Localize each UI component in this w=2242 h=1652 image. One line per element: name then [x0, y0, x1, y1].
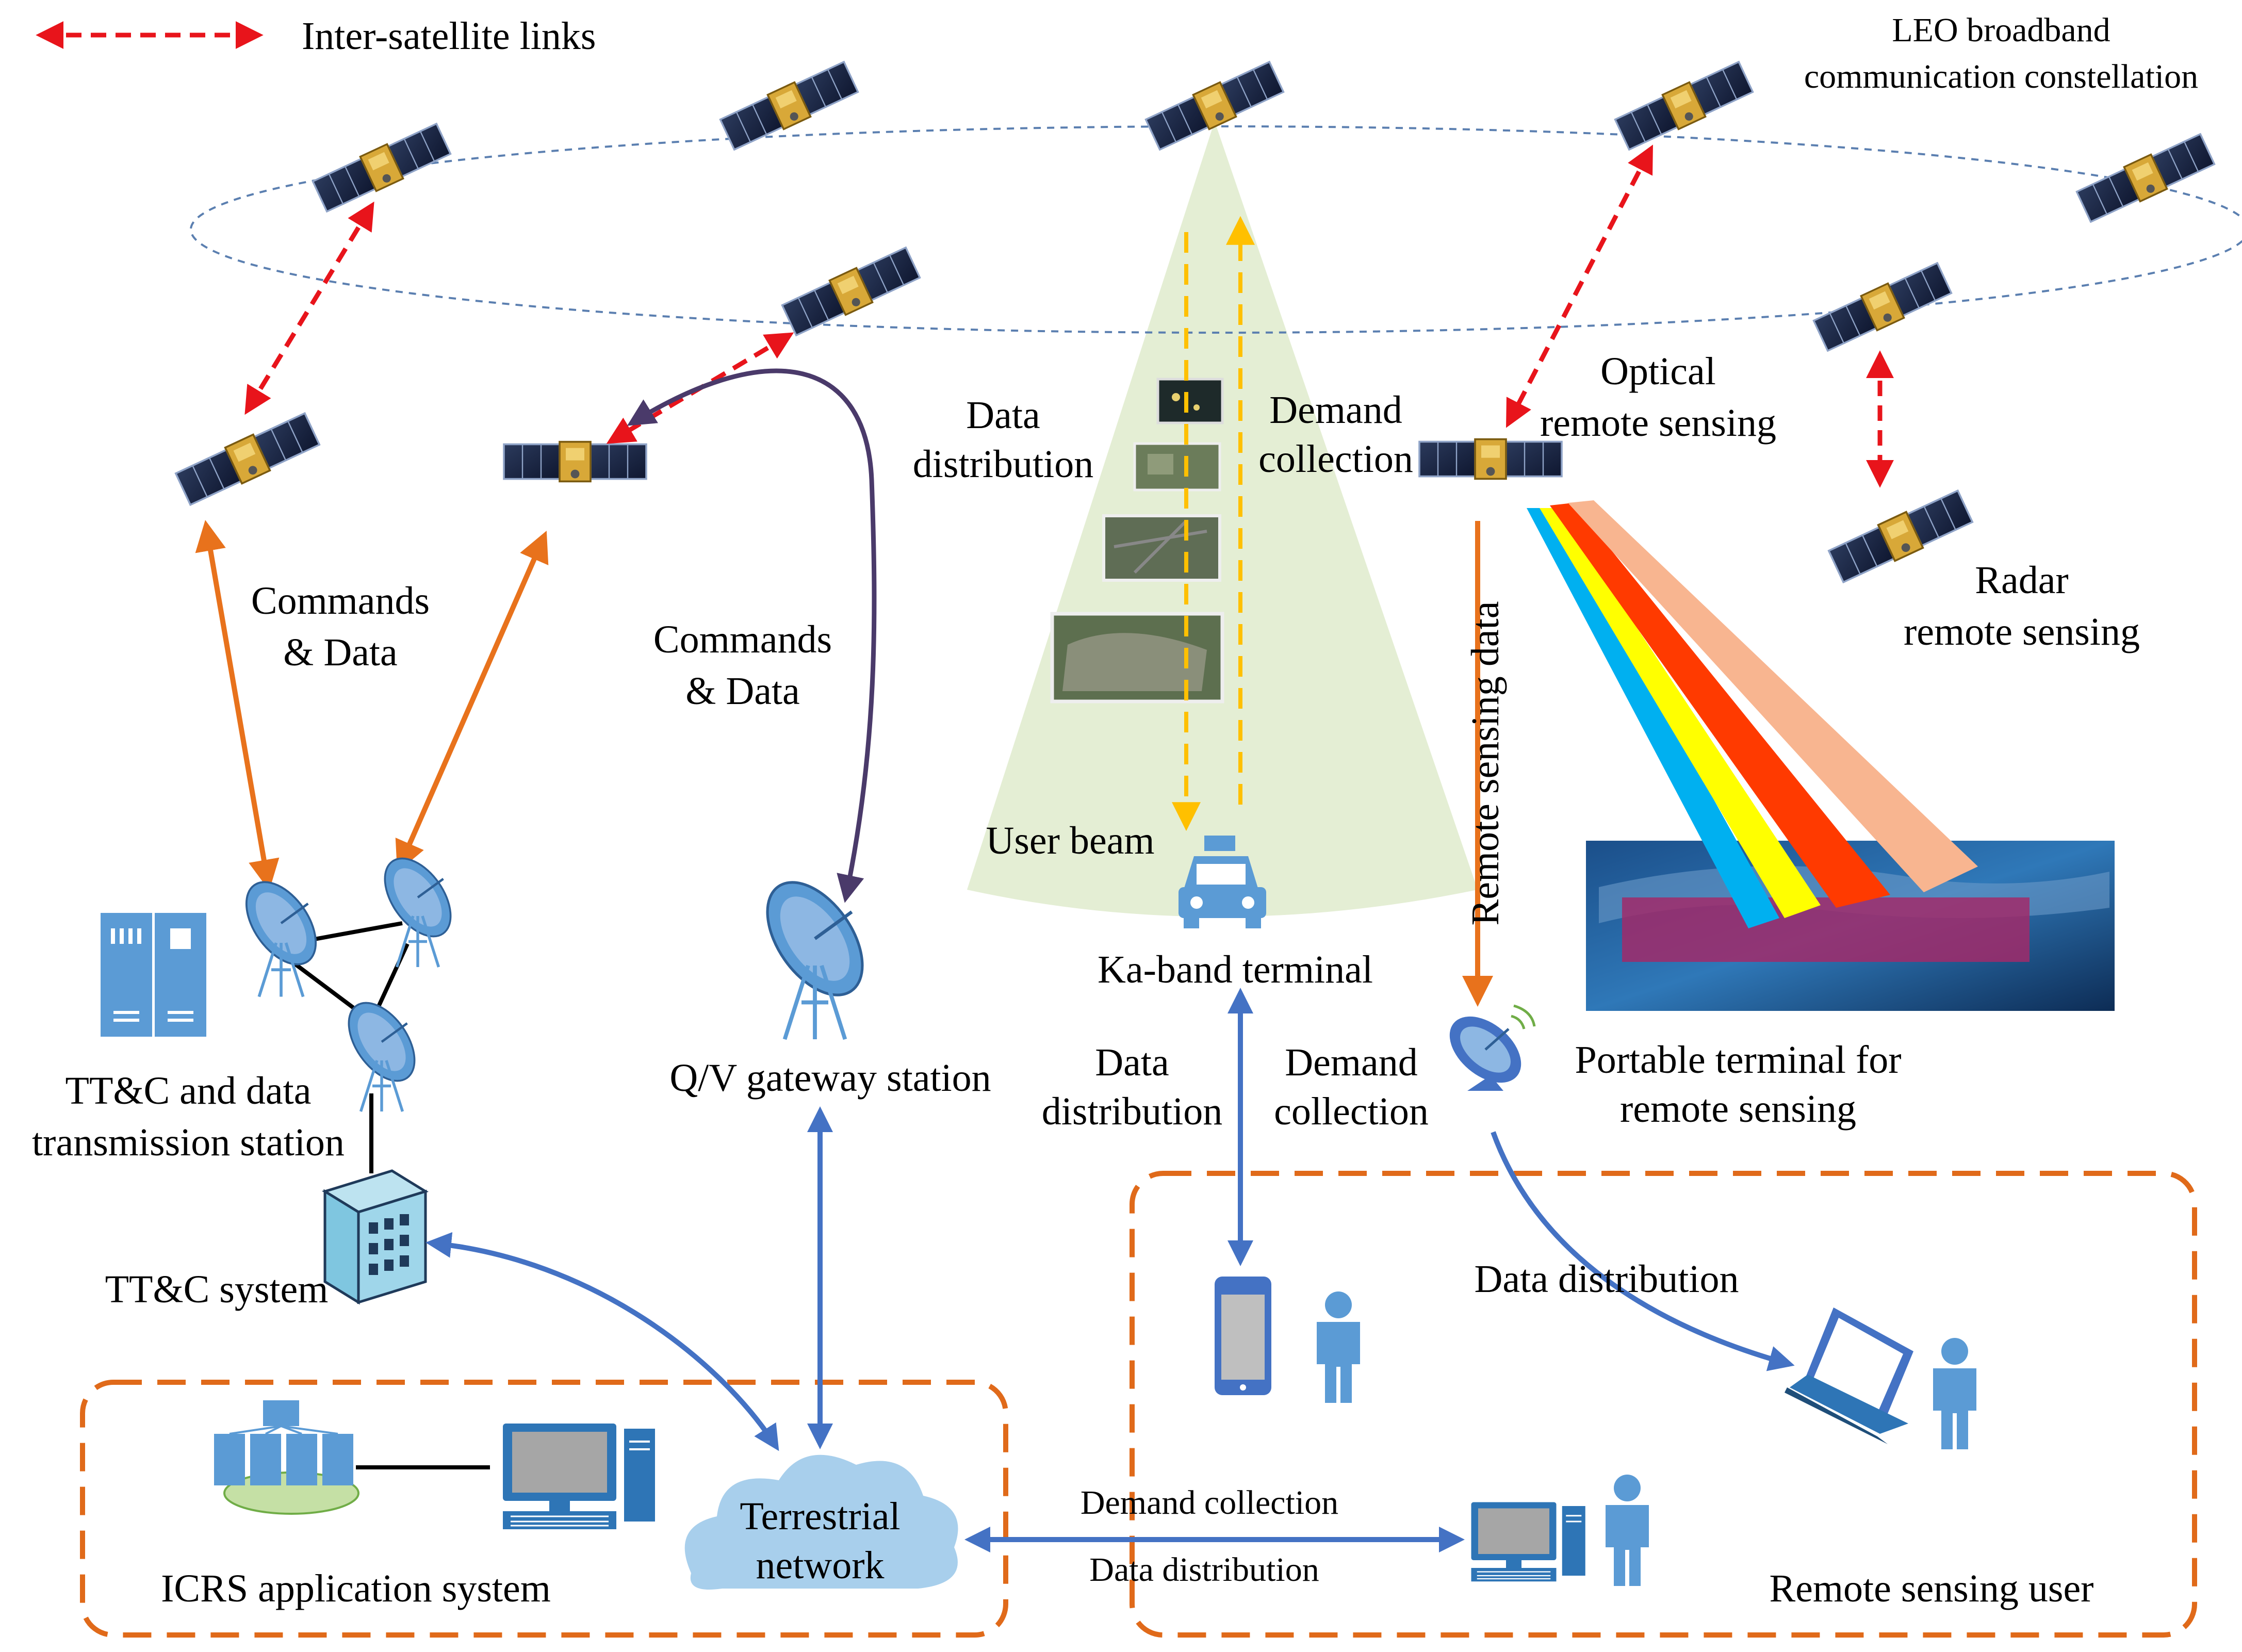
ka-data-distribution-label: distribution [1042, 1090, 1222, 1133]
constellation-label: communication constellation [1804, 58, 2198, 95]
legend-isl: Inter-satellite links [36, 14, 596, 58]
gateway-link [627, 368, 877, 903]
user-beam-label: User beam [986, 819, 1154, 862]
optical-rs-label: Optical [1600, 350, 1716, 393]
radar-rs-label: Radar [1975, 559, 2068, 602]
ttc-commands-label: Commands [251, 579, 430, 623]
portable-terminal-icon [1449, 1004, 1536, 1091]
portable-data-distribution-label: Data distribution [1475, 1257, 1739, 1301]
portable-terminal-label: Portable terminal for [1575, 1038, 1901, 1082]
desktop-computer-icon [1470, 1501, 1586, 1582]
beam-demand-collection-label: collection [1258, 437, 1413, 481]
computer-icon [502, 1422, 656, 1530]
vehicle-icon [1179, 836, 1266, 928]
ttc-dish-icon [371, 847, 464, 967]
ttc-system-label: TT&C system [105, 1268, 329, 1311]
legend-isl-label: Inter-satellite links [302, 14, 596, 58]
ttc-station-label: transmission station [32, 1121, 345, 1164]
ka-terminal-label: Ka-band terminal [1098, 948, 1373, 991]
icrs-system-box [80, 1380, 1008, 1638]
bottom-data-distribution-label: Data distribution [1089, 1551, 1319, 1589]
user-person-icon [1606, 1475, 1649, 1586]
ttc-link [195, 520, 280, 891]
ka-data-distribution-label: Data [1095, 1041, 1169, 1084]
remote-sensing-image [1050, 612, 1224, 704]
beam-data-distribution-label: Data [966, 394, 1040, 437]
ttc-building-icon [321, 1169, 429, 1305]
remote-sensing-data-label: Remote sensing data [1464, 601, 1507, 926]
beam-data-distribution-label: distribution [913, 443, 1093, 486]
ttc-commands-label: & Data [283, 631, 398, 674]
qv-gateway-label: Q/V gateway station [669, 1056, 991, 1100]
user-person-icon [1317, 1291, 1360, 1403]
optical-sensing-beams [1527, 500, 1978, 928]
smartphone-icon [1215, 1277, 1271, 1395]
user-person-icon [1933, 1338, 1976, 1449]
ttc-network-line [374, 943, 410, 1012]
server-rack-icon [101, 913, 206, 1037]
satellite-icon [718, 59, 860, 153]
remote-sensing-user-box [1130, 1171, 2197, 1638]
ttc-station-label: TT&C and data [66, 1069, 312, 1113]
gateway-commands-label: Commands [653, 618, 832, 661]
satellite-icon [2074, 131, 2217, 225]
server-cluster-icon [214, 1400, 359, 1515]
satellite-icon [310, 121, 453, 215]
isl-link [1506, 144, 1653, 428]
isl-link [244, 201, 374, 415]
terrestrial-network-label: Terrestrial [740, 1495, 900, 1538]
satellite-icon [1811, 260, 1954, 354]
ttc-network-link [426, 1232, 779, 1451]
remote-sensing-image [1133, 442, 1221, 492]
constellation-label: LEO broadband [1892, 11, 2110, 49]
satellite-icon [780, 244, 922, 338]
ka-demand-collection-label: Demand [1285, 1041, 1417, 1084]
ka-demand-collection-label: collection [1274, 1090, 1429, 1133]
gateway-commands-label: & Data [685, 669, 800, 713]
satellite-icon [503, 440, 647, 483]
remote-sensing-user-label: Remote sensing user [1769, 1567, 2093, 1610]
terrestrial-network-cloud [684, 1454, 958, 1590]
ttc-dish-icon [335, 991, 428, 1111]
icrs-system-label: ICRS application system [161, 1567, 551, 1610]
laptop-icon [1785, 1307, 1913, 1444]
radar-rs-label: remote sensing [1904, 610, 2140, 653]
optical-satellite-icon [1418, 438, 1563, 480]
satellite-icon [173, 410, 322, 508]
remote-sensing-image [1102, 514, 1221, 582]
terrestrial-network-label: network [756, 1544, 884, 1587]
user-beam-cone [967, 121, 1478, 917]
ttc-link [395, 531, 549, 872]
optical-rs-label: remote sensing [1540, 401, 1776, 445]
remote-sensing-image [1156, 378, 1224, 424]
portable-data-link [1491, 1131, 1795, 1371]
bottom-demand-collection-label: Demand collection [1081, 1484, 1338, 1522]
qv-gateway-dish-icon [748, 865, 882, 1039]
beam-demand-collection-label: Demand [1269, 388, 1402, 432]
radar-satellite-icon [1826, 487, 1975, 585]
portable-terminal-label: remote sensing [1620, 1087, 1856, 1131]
